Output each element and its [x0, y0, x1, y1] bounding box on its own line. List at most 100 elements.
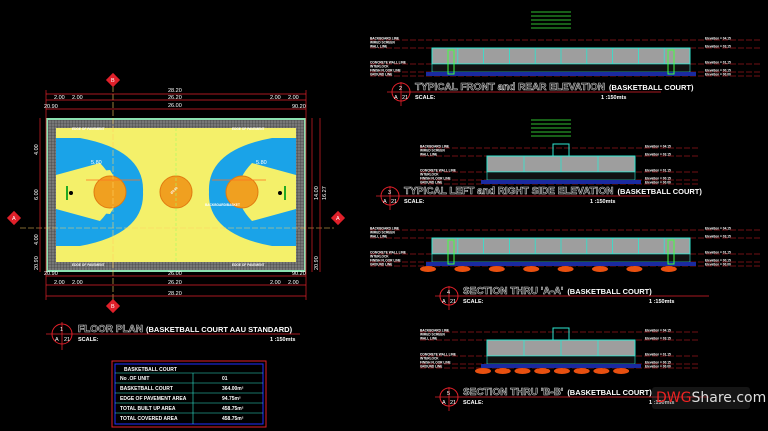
view-subtitle: (BASKETBALL COURT) — [617, 187, 702, 196]
sheet-letter: A — [442, 400, 446, 406]
soil-hatch — [557, 266, 574, 272]
soil-hatch — [592, 266, 608, 272]
elevation-value: Elevation = 00.15 — [705, 258, 731, 262]
right-backboard — [284, 186, 286, 200]
dim-side-tl1: 2.00 — [54, 95, 65, 101]
elevation-value: Elevation = 00.00 — [705, 72, 731, 76]
dim-side-br1: 2.00 — [270, 280, 281, 286]
right-basket — [278, 191, 282, 195]
view-title: TYPICAL FRONT and REAR ELEVATION — [415, 82, 605, 93]
dim-edge-bl: 20.90 — [44, 271, 58, 277]
finish-floor — [426, 72, 696, 76]
floor-plan-title: FLOOR PLAN — [78, 324, 143, 335]
left-basket — [69, 191, 73, 195]
sheet-number: 21 — [402, 95, 408, 101]
elevation-value: Elevation = 01.15 — [705, 60, 731, 64]
sheet-letter: A — [55, 337, 59, 343]
table-row-label: BASKETBALL COURT — [120, 386, 173, 392]
soil-hatch — [420, 266, 436, 272]
dim-court-bottom: 26.00 — [168, 271, 182, 277]
scale-label: SCALE: — [78, 337, 99, 343]
finish-floor — [481, 364, 641, 368]
level-label: WIRED SCREEN — [420, 332, 445, 336]
finish-floor — [481, 180, 641, 184]
scale-label: SCALE: — [463, 299, 484, 305]
view-number: 2 — [399, 86, 402, 92]
elevation-value: Elevation = 04.15 — [645, 144, 671, 148]
soil-hatch — [553, 368, 570, 374]
level-label: FINISH FLOOR LINE — [420, 176, 451, 180]
dim-inner-top: 26.20 — [168, 95, 182, 101]
edge-label-tl: EDGE OF PAVEMENT — [72, 127, 105, 131]
section-marker-a-right: A — [330, 210, 346, 226]
view-subtitle: (BASKETBALL COURT) — [609, 83, 694, 92]
level-label: WALL LINE — [420, 152, 437, 156]
dim-key-left: 5.80 — [91, 160, 102, 166]
soil-hatch — [454, 266, 471, 272]
backboard-post-left — [447, 239, 455, 265]
level-label: BACKBOARD LINE — [370, 36, 399, 40]
dim-edge-br: 90.20 — [292, 271, 306, 277]
dim-side-tr1: 2.00 — [270, 95, 281, 101]
elevation-value: Elevation = 00.15 — [645, 176, 671, 180]
scale-label: SCALE: — [415, 95, 436, 101]
watermark-prefix: DWG — [656, 390, 692, 406]
level-label: BACKBOARD LINE — [420, 144, 449, 148]
backboard-post-right — [667, 239, 675, 265]
svg-text:A: A — [336, 216, 340, 222]
dim-left-a: 4.00 — [34, 144, 40, 155]
level-label: FINISH FLOOR LINE — [370, 258, 401, 262]
level-label: WIRED SCREEN — [370, 40, 395, 44]
table-row-label: TOTAL BUILT UP AREA — [120, 406, 176, 412]
elevation-value: Elevation = 04.15 — [645, 328, 671, 332]
level-label: INTERLOCK — [420, 356, 439, 360]
section-marker-b-top: B — [105, 72, 121, 88]
edge-label-tr: EDGE OF PAVEMENT — [232, 127, 265, 131]
soil-hatch — [626, 266, 643, 272]
dim-overall-top: 28.20 — [168, 88, 182, 94]
level-label: INTERLOCK — [420, 172, 439, 176]
level-label: GROUND LINE — [370, 262, 392, 266]
soil-hatch — [488, 266, 505, 272]
finish-floor — [426, 262, 696, 266]
elevation-value: Elevation = 03.15 — [645, 152, 671, 156]
view-title: TYPICAL LEFT and RIGHT SIDE ELEVATION — [404, 186, 613, 197]
scale-value: 1 :150mts — [270, 337, 295, 343]
dim-side-bl2: 2.00 — [72, 280, 83, 286]
floor-plan-title-block: 1 A 21 FLOOR PLAN (BASKETBALL COURT AAU … — [46, 322, 300, 350]
concrete-wall — [431, 253, 691, 263]
scale-label: SCALE: — [404, 199, 425, 205]
backboard-label: BACKBOARD/BASKET — [205, 203, 240, 207]
table-row-label: No .OF UNIT — [120, 376, 149, 382]
concrete-wall — [486, 171, 636, 181]
elevation-value: Elevation = 00.00 — [645, 364, 671, 368]
soil-hatch — [593, 368, 610, 374]
table-row-label: EDGE OF PAVEMENT AREA — [120, 396, 187, 402]
level-label: GROUND LINE — [420, 364, 442, 368]
level-label: CONCRETE WALL LINE — [370, 60, 406, 64]
view-subtitle: (BASKETBALL COURT) — [567, 388, 652, 397]
soil-hatch — [613, 368, 630, 374]
level-label: INTERLOCK — [370, 64, 389, 68]
table-row-label: TOTAL COVERED AREA — [120, 416, 178, 422]
watermark-suffix: Share.com — [691, 390, 767, 406]
dim-key-right: 5.80 — [256, 160, 267, 166]
level-label: WALL LINE — [370, 44, 387, 48]
circle-label: Ø3.60 — [170, 186, 179, 195]
backboard-post-left — [447, 49, 455, 75]
elevation-value: Elevation = 00.15 — [645, 360, 671, 364]
level-label: CONCRETE WALL LINE — [420, 352, 456, 356]
right-free-throw-circle — [225, 175, 259, 209]
svg-text:B: B — [111, 78, 115, 84]
table-row-value: 94.75m² — [222, 396, 241, 402]
left-backboard — [66, 186, 68, 200]
soil-hatch — [660, 266, 677, 272]
level-label: INTERLOCK — [370, 254, 389, 258]
level-label: WIRED SCREEN — [420, 148, 445, 152]
